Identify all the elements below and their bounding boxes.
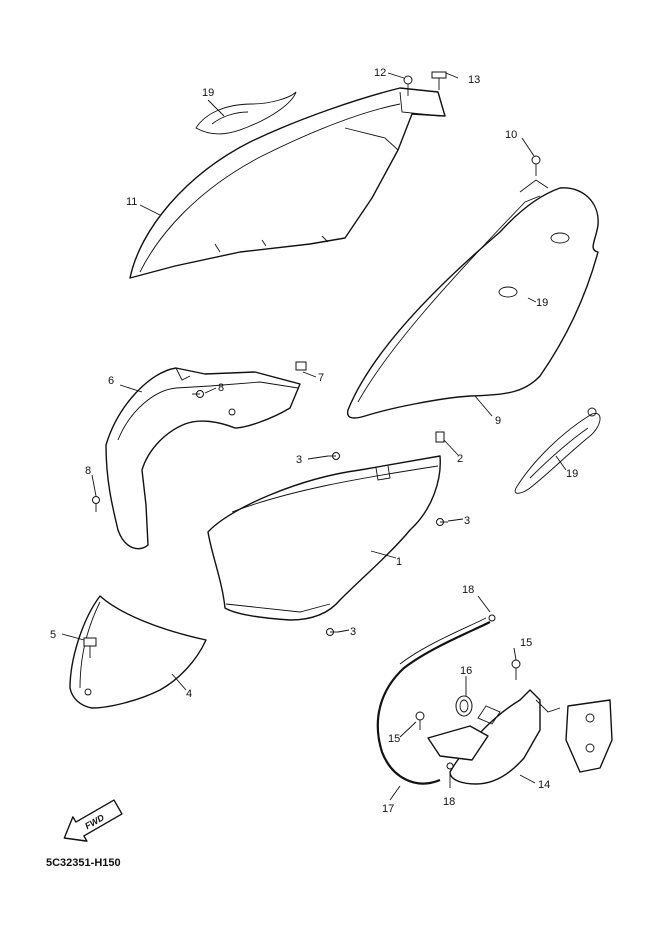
callout-18: 18 [462,584,474,596]
callout-19: 19 [202,87,214,99]
part-1-lower-cover [207,455,441,621]
callout-6: 6 [108,375,114,387]
part-16-grommet [455,695,473,717]
emblem-upper-left [195,91,297,135]
callout-3: 3 [350,626,356,638]
callout-12: 12 [374,67,386,79]
callout-8: 8 [85,465,91,477]
callout-15: 15 [388,733,400,745]
callout-13: 13 [468,74,480,86]
callout-16: 16 [460,665,472,677]
callout-1: 1 [396,556,402,568]
part-6-inner-cover [105,367,301,550]
callout-18: 18 [443,796,455,808]
callout-7: 7 [318,372,324,384]
callout-3: 3 [464,515,470,527]
callout-8: 8 [218,382,224,394]
part-9-rear-cover [346,179,599,419]
leader-lines [61,72,567,801]
hardware [83,71,541,770]
callout-19: 19 [536,297,548,309]
callouts: 1 2 3 3 3 4 5 6 7 8 8 9 10 11 12 13 14 1… [50,67,578,815]
callout-9: 9 [495,415,501,427]
part-17-hose [376,617,491,785]
reference-code: 5C32351-H150 [46,857,121,869]
callout-17: 17 [382,803,394,815]
callout-11: 11 [126,196,137,208]
callout-10: 10 [505,129,517,141]
part-11-upper-cover [129,87,446,279]
callout-2: 2 [457,453,463,465]
fwd-arrow-icon: FWD [63,799,123,842]
callout-14: 14 [538,779,550,791]
callout-4: 4 [186,688,192,700]
part-14-bracket-assembly [427,689,613,785]
callout-15: 15 [520,637,532,649]
callout-3: 3 [296,454,302,466]
part-4-lower-panel [69,595,207,709]
callout-19: 19 [566,468,578,480]
emblem-right [514,407,601,494]
callout-5: 5 [50,629,56,641]
